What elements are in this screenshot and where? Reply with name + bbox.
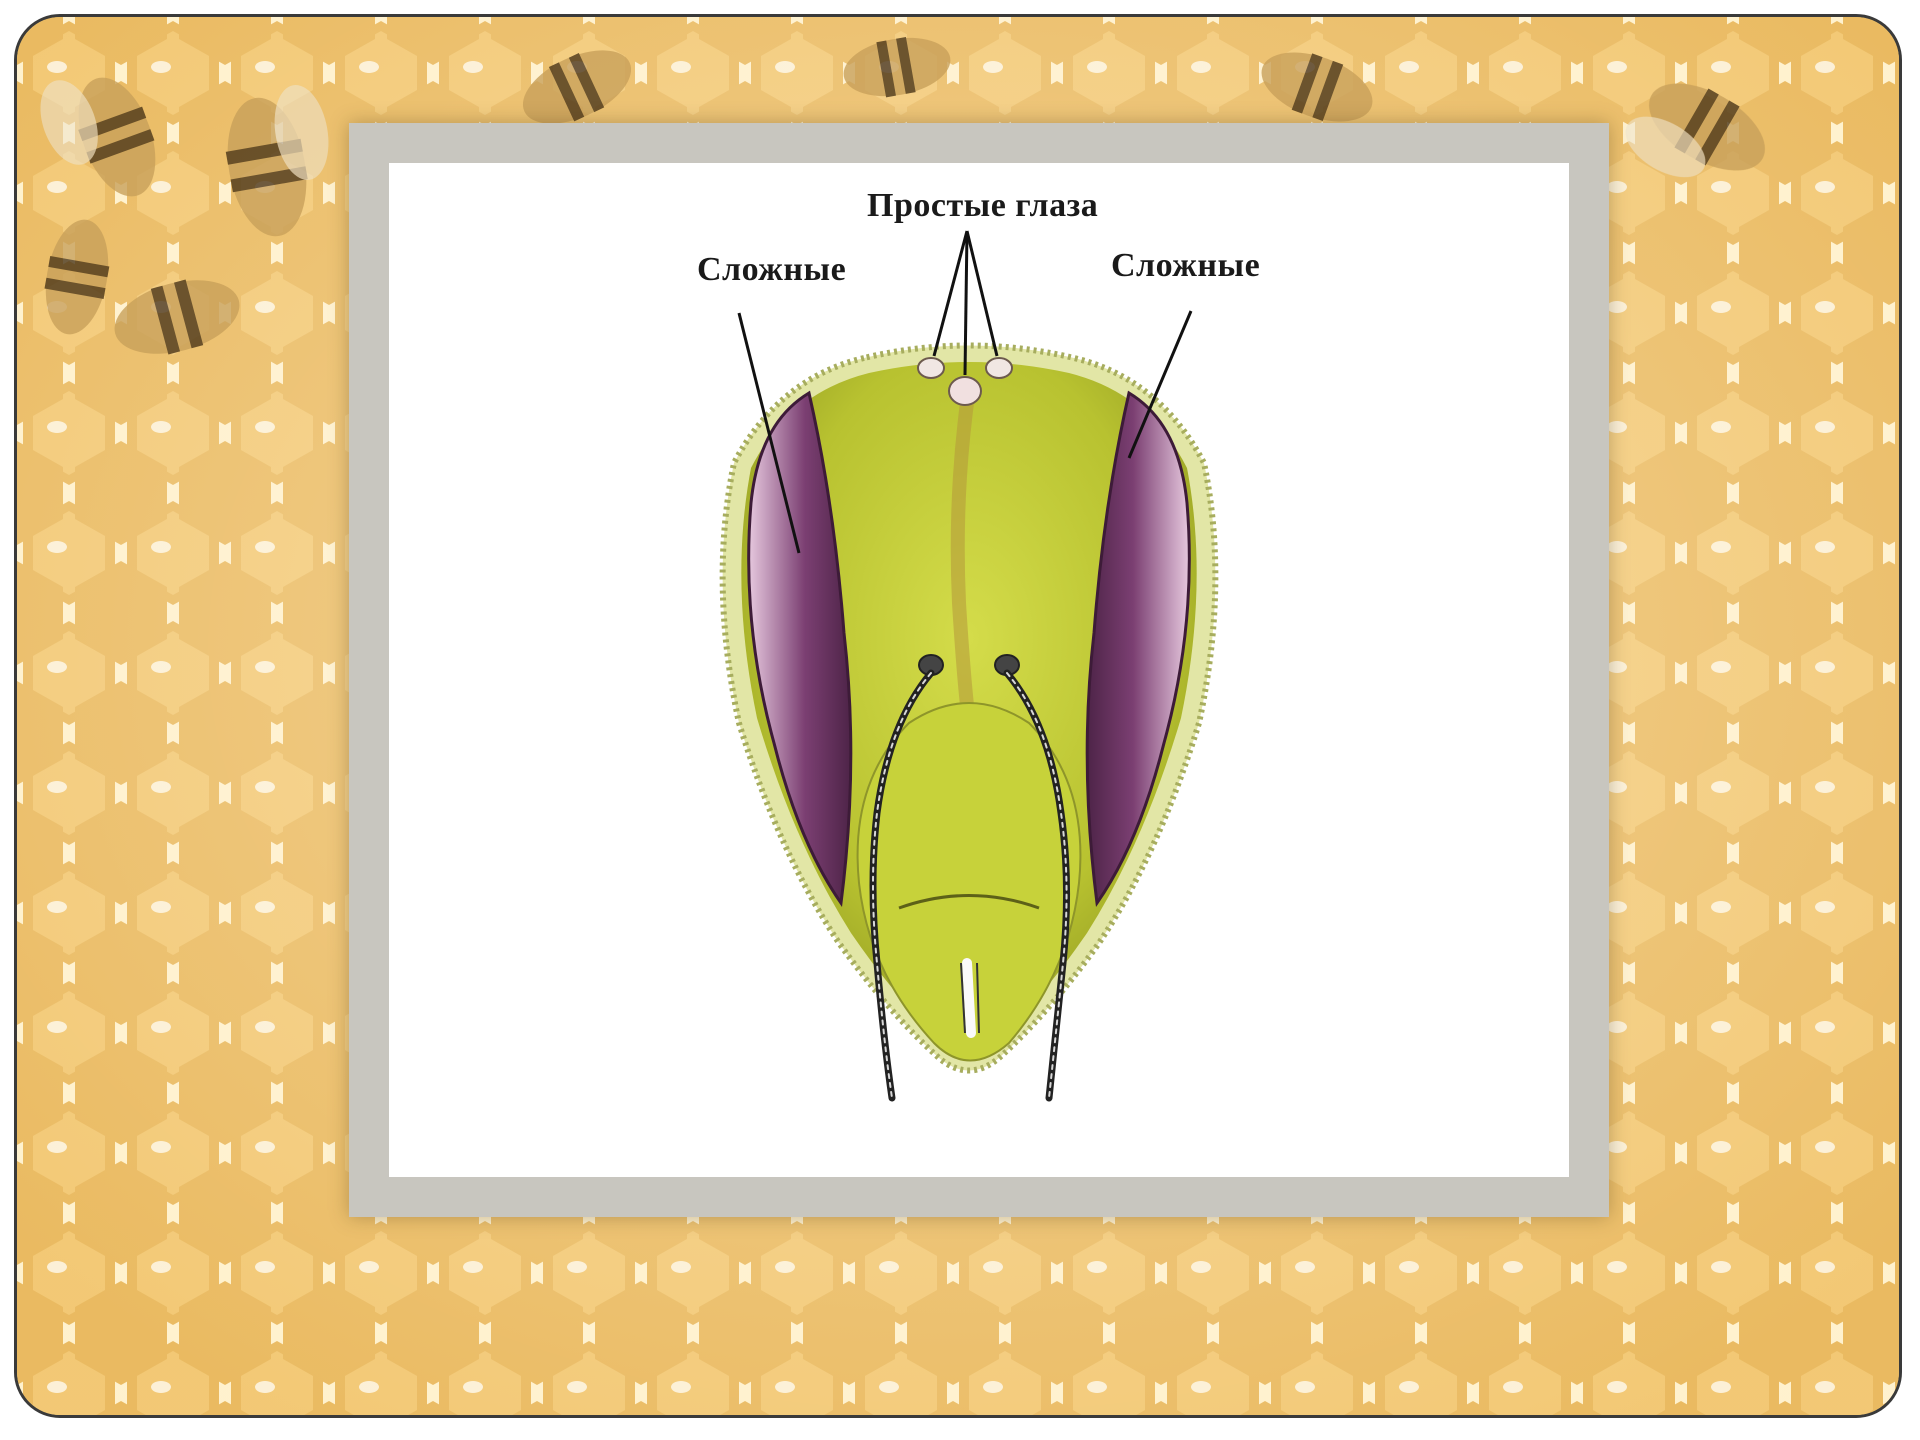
bee-head-illustration: [389, 163, 1569, 1177]
leader-ocellus-left: [934, 231, 967, 356]
label-compound-eyes-left: Сложные: [697, 251, 846, 289]
ocellus-right: [986, 358, 1012, 378]
leader-ocellus-right: [967, 231, 997, 356]
proboscis: [967, 963, 971, 1033]
ocellus-left: [918, 358, 944, 378]
label-simple-eyes: Простые глаза: [867, 187, 1098, 225]
image-frame: Простые глаза Сложные Сложные: [349, 123, 1609, 1217]
image-canvas: Простые глаза Сложные Сложные: [389, 163, 1569, 1177]
ocellus-center: [949, 377, 981, 405]
label-compound-eyes-right: Сложные: [1111, 247, 1260, 285]
slide-frame: Простые глаза Сложные Сложные: [14, 14, 1902, 1418]
leader-ocellus-center: [965, 231, 967, 375]
